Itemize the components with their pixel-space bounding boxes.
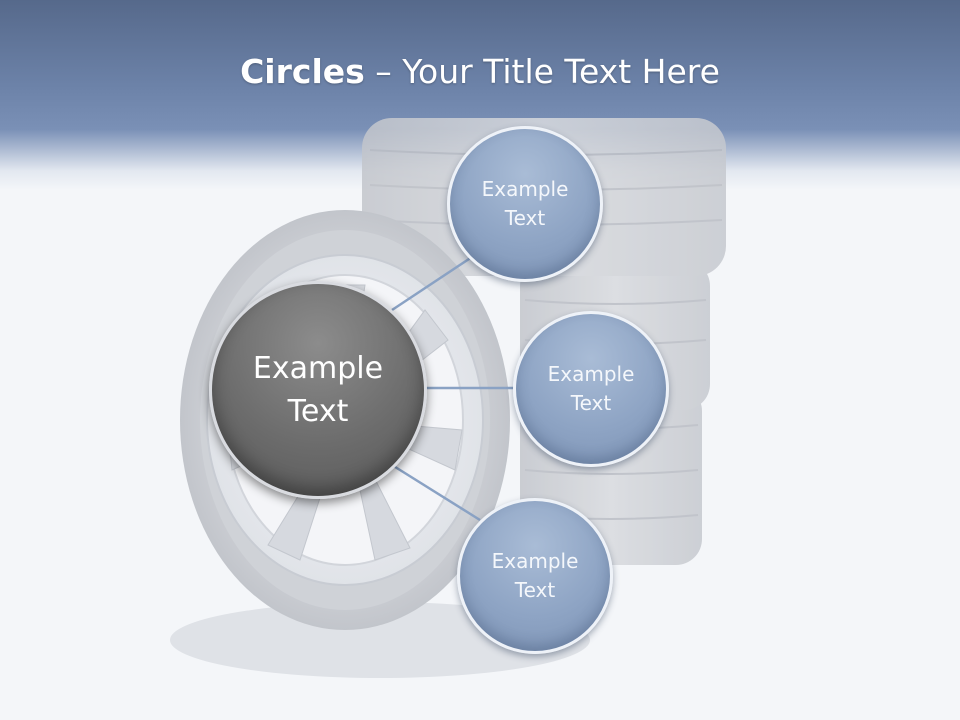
circle-bottom-line1: Example bbox=[491, 549, 579, 573]
circle-top-line2: Text bbox=[504, 206, 546, 230]
center-circle: Example Text bbox=[209, 281, 427, 499]
connector-lines bbox=[391, 253, 520, 522]
slide-title-rest: – Your Title Text Here bbox=[364, 52, 720, 91]
circle-middle-line2: Text bbox=[570, 391, 612, 415]
circle-bottom-line2: Text bbox=[514, 578, 556, 602]
center-circle-line2: Text bbox=[287, 394, 349, 429]
connector-line-3 bbox=[391, 463, 481, 522]
circle-top: Example Text bbox=[447, 126, 603, 282]
slide-title: Circles – Your Title Text Here bbox=[0, 52, 960, 91]
connector-line-1 bbox=[391, 253, 476, 312]
circle-middle: Example Text bbox=[513, 311, 669, 467]
center-circle-line1: Example bbox=[252, 350, 384, 386]
circle-middle-line1: Example bbox=[547, 362, 635, 386]
slide-title-bold: Circles bbox=[240, 52, 365, 91]
circle-top-line1: Example bbox=[481, 177, 569, 201]
circle-bottom: Example Text bbox=[457, 498, 613, 654]
